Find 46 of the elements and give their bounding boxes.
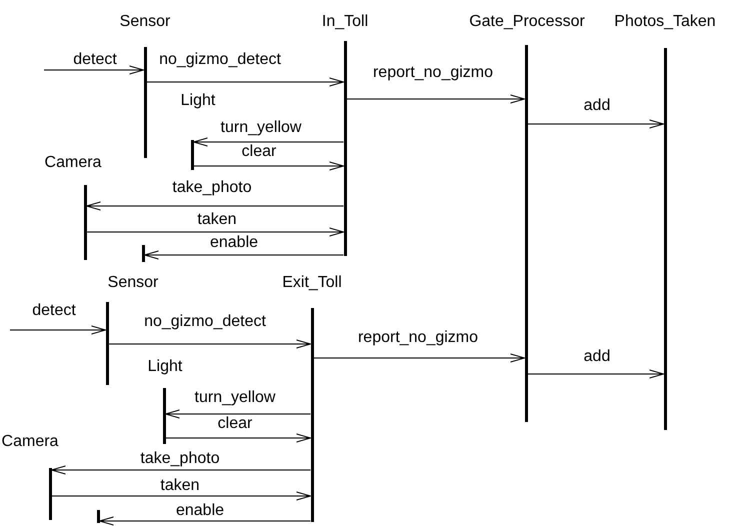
lifeline-label: Camera <box>2 432 58 452</box>
message-arrow <box>51 492 311 500</box>
message-arrow <box>99 516 311 526</box>
message-arrow <box>313 354 525 362</box>
edge-label: take_photo <box>172 179 252 197</box>
edge-label: take_photo <box>140 450 220 468</box>
lifeline-label: Light <box>180 91 216 111</box>
lifeline-label: In_Toll <box>322 12 368 32</box>
lifeline-label: Light <box>148 357 182 377</box>
message-arrow <box>10 326 106 334</box>
lifeline-label: Photos_Taken <box>614 12 716 32</box>
edge-label: report_no_gizmo <box>372 64 494 82</box>
edge-label: report_no_gizmo <box>358 329 478 347</box>
edge-label: taken <box>160 477 200 495</box>
edge-label: detect <box>32 302 76 320</box>
edge-label: taken <box>197 211 237 229</box>
message-arrow <box>86 228 344 236</box>
edge-label: clear <box>218 415 252 433</box>
lifeline-label: Exit_Toll <box>282 273 342 293</box>
message-arrow <box>527 120 664 128</box>
message-arrow <box>144 250 344 260</box>
message-arrow <box>108 340 311 348</box>
message-arrow <box>146 78 344 86</box>
message-arrow <box>44 66 144 74</box>
lifeline-label: Sensor <box>120 12 170 32</box>
lifeline-label: Gate_Processor <box>469 12 585 32</box>
edge-label: enable <box>176 502 224 520</box>
edge-label: no_gizmo_detect <box>159 51 281 69</box>
message-arrow <box>527 370 664 378</box>
lifeline-label: Camera <box>44 153 102 173</box>
edge-label: clear <box>242 143 276 161</box>
lifeline-label: Sensor <box>108 273 158 293</box>
message-arrow <box>346 94 525 104</box>
message-arrow <box>193 162 344 170</box>
message-arrow <box>86 202 344 210</box>
edge-label: enable <box>210 234 258 252</box>
edge-label: turn_yellow <box>194 389 276 407</box>
edge-label: turn_yellow <box>220 119 302 137</box>
message-arrow <box>165 434 311 442</box>
edge-label: detect <box>73 51 117 69</box>
edge-label: add <box>584 97 610 115</box>
message-arrow <box>193 138 344 146</box>
message-arrow <box>51 466 311 474</box>
message-arrow <box>165 410 311 418</box>
edge-label: no_gizmo_detect <box>144 313 266 331</box>
edge-label: add <box>584 348 610 366</box>
